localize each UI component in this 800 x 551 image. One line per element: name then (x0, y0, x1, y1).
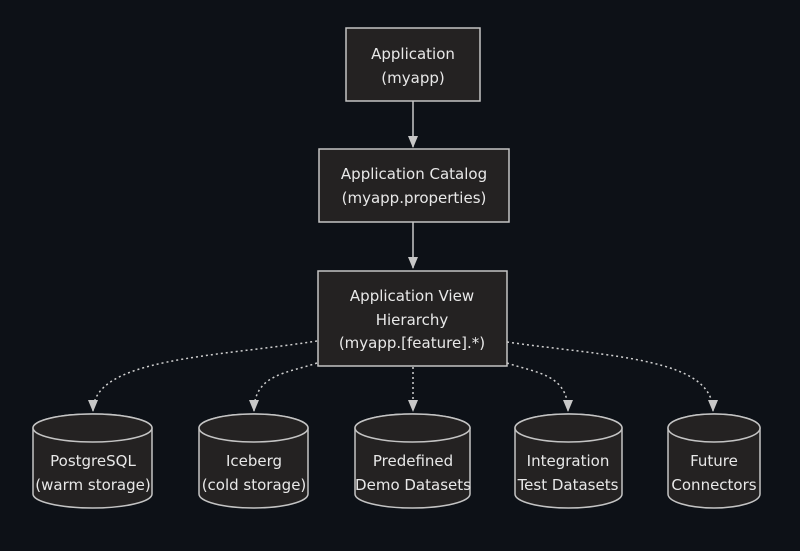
node-future-connectors: Future Connectors (667, 413, 761, 509)
predefined-cylinder-top (354, 413, 471, 443)
edge-line (506, 362, 573, 412)
node-catalog-label: Application Catalog (341, 165, 487, 183)
node-catalog-sublabel: (myapp.properties) (342, 189, 487, 207)
node-predefined-demo-datasets: Predefined Demo Datasets (354, 413, 471, 509)
node-predefined-label: Predefined (373, 452, 453, 470)
node-application-box (345, 27, 481, 102)
edge-hierarchy-to-iceberg (249, 362, 318, 412)
edge-hierarchy-to-future (506, 341, 718, 412)
edge-line (249, 362, 318, 412)
node-application-label: Application (371, 45, 455, 63)
node-iceberg-label: Iceberg (226, 452, 282, 470)
node-application-catalog: Application Catalog (myapp.properties) (318, 148, 510, 223)
edge-line (88, 340, 318, 412)
node-catalog-box (318, 148, 510, 223)
node-iceberg-sublabel: (cold storage) (202, 476, 307, 494)
node-postgresql-sublabel: (warm storage) (35, 476, 150, 494)
node-hierarchy-box (317, 270, 508, 367)
edge-hierarchy-to-postgresql (88, 340, 318, 412)
node-integration-sublabel: Test Datasets (517, 476, 619, 494)
node-hierarchy-label-line2: Hierarchy (376, 311, 449, 329)
node-postgresql-label: PostgreSQL (50, 452, 136, 470)
iceberg-cylinder-top (198, 413, 309, 443)
node-application-sublabel: (myapp) (381, 69, 444, 87)
node-future-label: Future (690, 452, 738, 470)
node-future-sublabel: Connectors (671, 476, 756, 494)
node-application: Application (myapp) (345, 27, 481, 102)
node-integration-test-datasets: Integration Test Datasets (514, 413, 623, 509)
node-hierarchy-sublabel: (myapp.[feature].*) (339, 334, 485, 352)
edge-hierarchy-to-integration (506, 362, 573, 412)
node-postgresql: PostgreSQL (warm storage) (32, 413, 153, 509)
node-iceberg: Iceberg (cold storage) (198, 413, 309, 509)
edge-line (506, 341, 718, 412)
node-hierarchy-label-line1: Application View (350, 287, 474, 305)
node-integration-label: Integration (527, 452, 610, 470)
node-application-view-hierarchy: Application View Hierarchy (myapp.[featu… (317, 270, 508, 367)
future-cylinder-top (667, 413, 761, 443)
postgresql-cylinder-top (32, 413, 153, 443)
integration-cylinder-top (514, 413, 623, 443)
node-predefined-sublabel: Demo Datasets (355, 476, 471, 494)
